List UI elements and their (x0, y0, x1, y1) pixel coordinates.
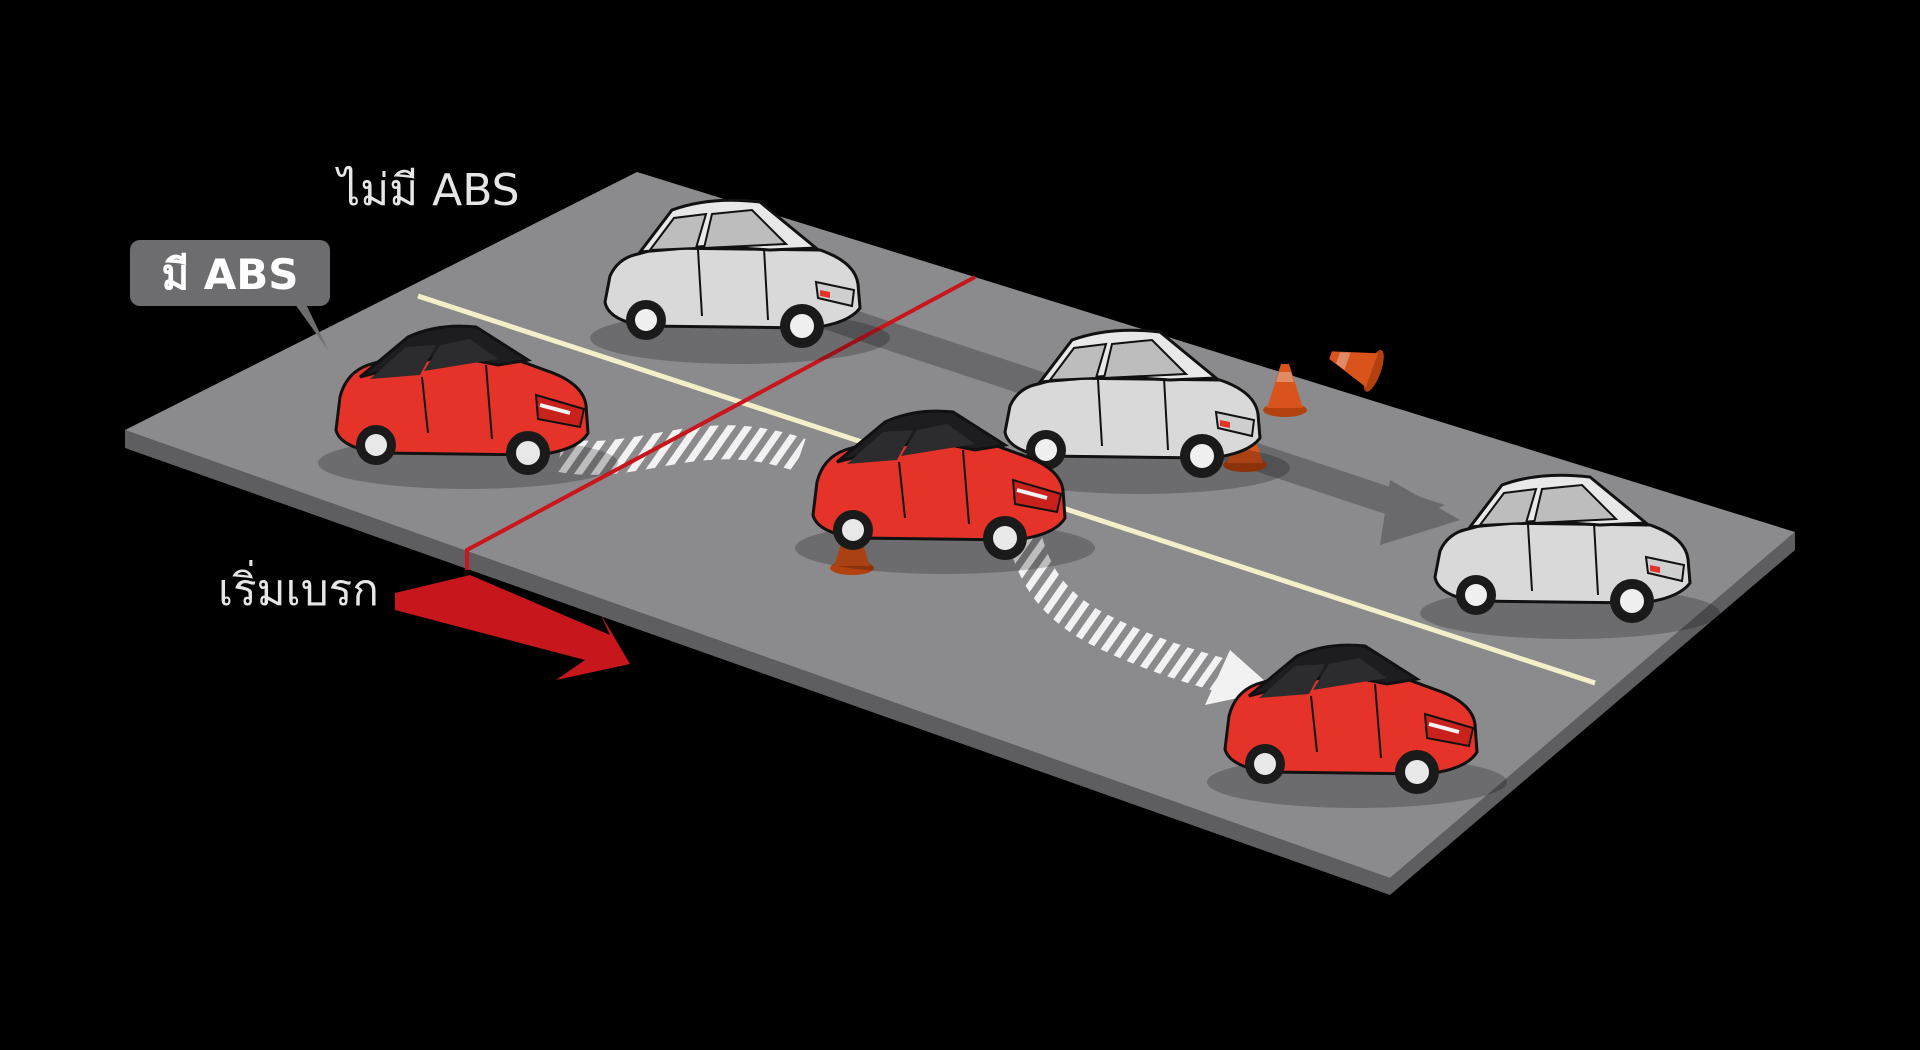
label-start-braking: เริ่มเบรก (218, 559, 379, 616)
brake-start-marker (395, 275, 976, 680)
label-with-abs: มี ABS (161, 250, 298, 299)
brake-arrow-icon (395, 575, 630, 680)
label-without-abs: ไม่มี ABS (335, 165, 520, 216)
callout-with-abs: มี ABS (130, 240, 330, 350)
